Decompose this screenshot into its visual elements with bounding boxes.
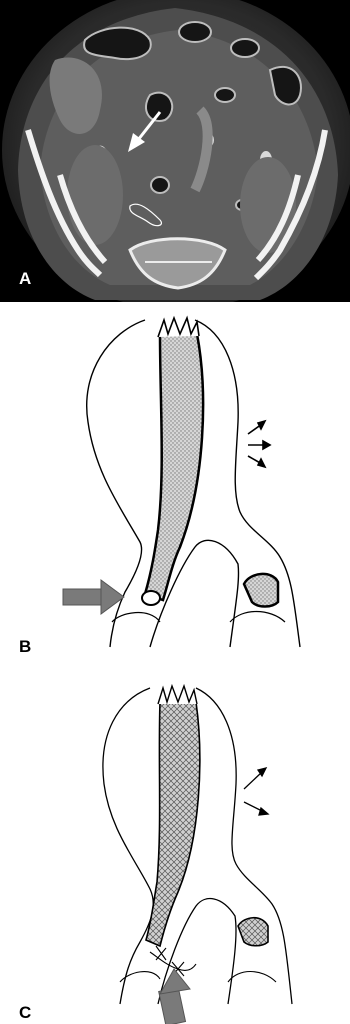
gray-arrow-b bbox=[63, 580, 124, 614]
ct-right-psoas bbox=[67, 145, 123, 245]
endograft-proximal-crown-c bbox=[158, 686, 197, 704]
endograft-main-body-c bbox=[146, 702, 200, 946]
contralateral-stump-c bbox=[238, 918, 268, 946]
ipsilateral-limb-end bbox=[142, 591, 160, 605]
panel-label-c: C bbox=[19, 1004, 31, 1021]
aneurysm-left-wall-c bbox=[103, 688, 153, 1004]
panel-label-b: B bbox=[19, 638, 31, 655]
aneurysm-right-wall-c bbox=[196, 688, 292, 1004]
panel-b-schematic: B bbox=[0, 302, 350, 664]
endograft-diagram-b bbox=[0, 302, 350, 664]
panel-label-a: A bbox=[19, 270, 31, 287]
gray-arrow-c bbox=[159, 969, 190, 1024]
endoleak-flow-arrows bbox=[248, 421, 270, 467]
aneurysm-right-wall bbox=[195, 320, 300, 647]
endograft-proximal-crown bbox=[158, 318, 199, 337]
endoleak-flow-arrows-c bbox=[244, 768, 268, 815]
panel-c-schematic: C bbox=[0, 664, 350, 1024]
contralateral-stump bbox=[244, 574, 278, 607]
panel-a-ct-image: A bbox=[0, 0, 350, 302]
endograft-diagram-c bbox=[0, 664, 350, 1024]
endograft-main-body bbox=[145, 334, 203, 600]
ct-scan-image bbox=[0, 0, 350, 302]
